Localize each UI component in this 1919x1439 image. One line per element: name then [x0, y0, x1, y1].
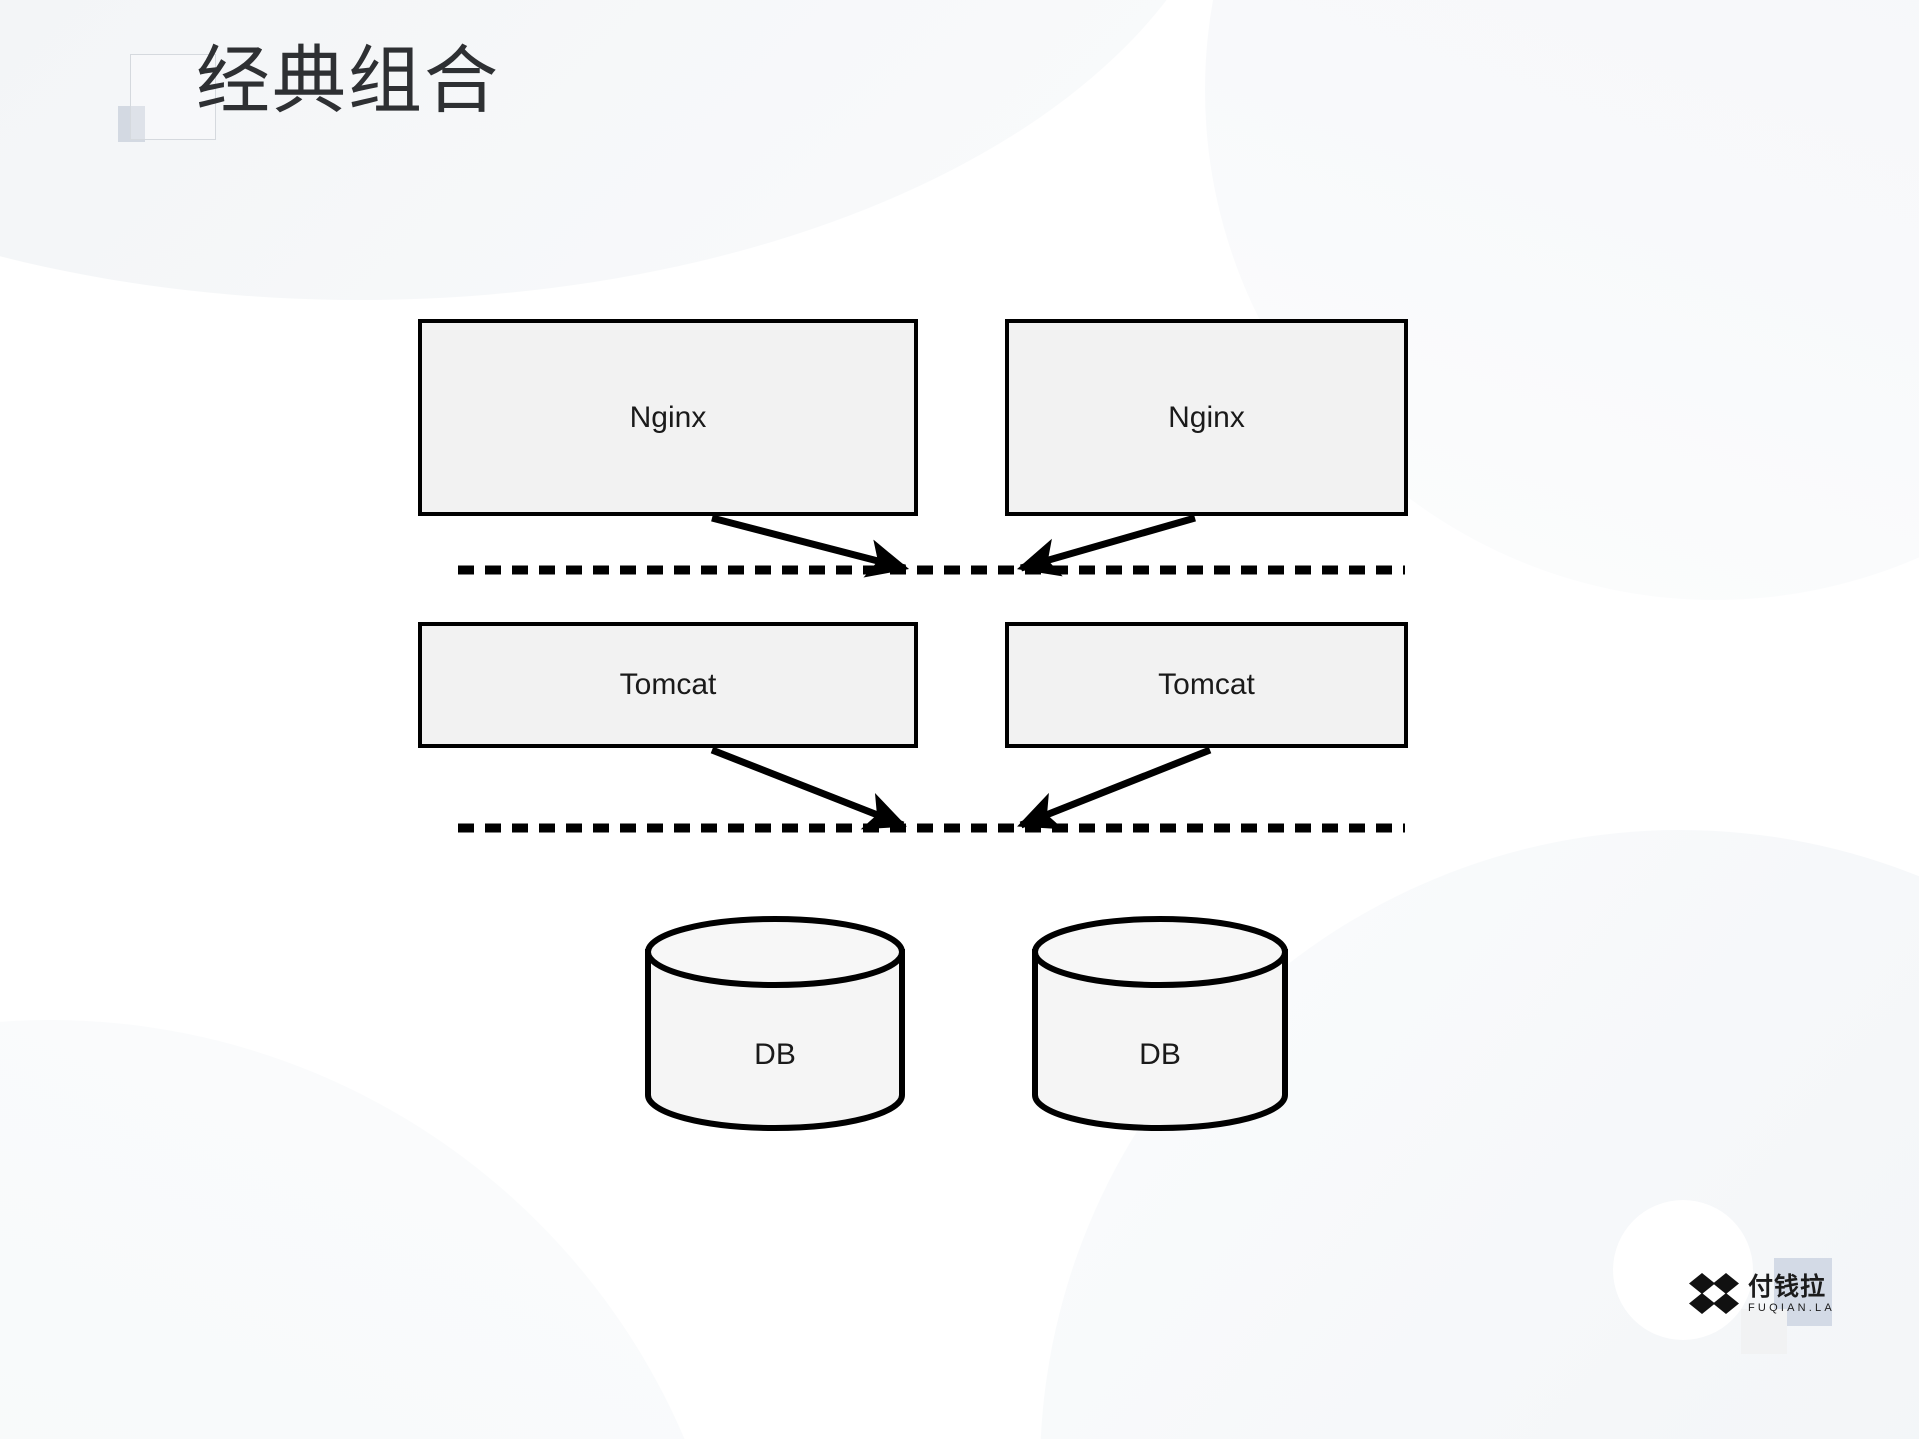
node-tomcat-right[interactable]: Tomcat — [1005, 622, 1408, 748]
node-label: Nginx — [629, 400, 707, 434]
db-cylinder-right — [1032, 916, 1288, 1131]
title-accent-square-icon — [118, 106, 145, 142]
logo-name-cn: 付钱拉 — [1748, 1272, 1827, 1301]
logo-name-en: FUQIAN.LA — [1748, 1301, 1835, 1314]
logo-text: 付钱拉 FUQIAN.LA — [1748, 1272, 1835, 1314]
db-cylinder-left — [645, 916, 905, 1131]
page-title: 经典组合 — [196, 39, 500, 122]
arrow-nginx-left-to-divider — [711, 514, 910, 578]
node-tomcat-left[interactable]: Tomcat — [418, 622, 918, 748]
logo-accent-square-gray-icon — [1741, 1309, 1787, 1354]
node-label: Nginx — [1168, 400, 1245, 434]
arrow-tomcat-right-to-divider — [1017, 746, 1212, 830]
arrow-nginx-right-to-divider — [1016, 514, 1196, 577]
node-label: Tomcat — [1158, 668, 1255, 701]
node-label-db-right: DB — [1139, 1038, 1181, 1071]
diamond-logo-icon — [1689, 1273, 1739, 1314]
title-outline-square-icon — [130, 54, 216, 140]
brand-logo: 付钱拉 FUQIAN.LA — [1688, 1272, 1835, 1316]
node-label: Tomcat — [619, 668, 717, 701]
node-label-db-left: DB — [754, 1038, 796, 1071]
arrow-tomcat-left-to-divider — [710, 746, 907, 830]
node-nginx-right[interactable]: Nginx — [1005, 319, 1408, 516]
node-nginx-left[interactable]: Nginx — [418, 319, 918, 516]
